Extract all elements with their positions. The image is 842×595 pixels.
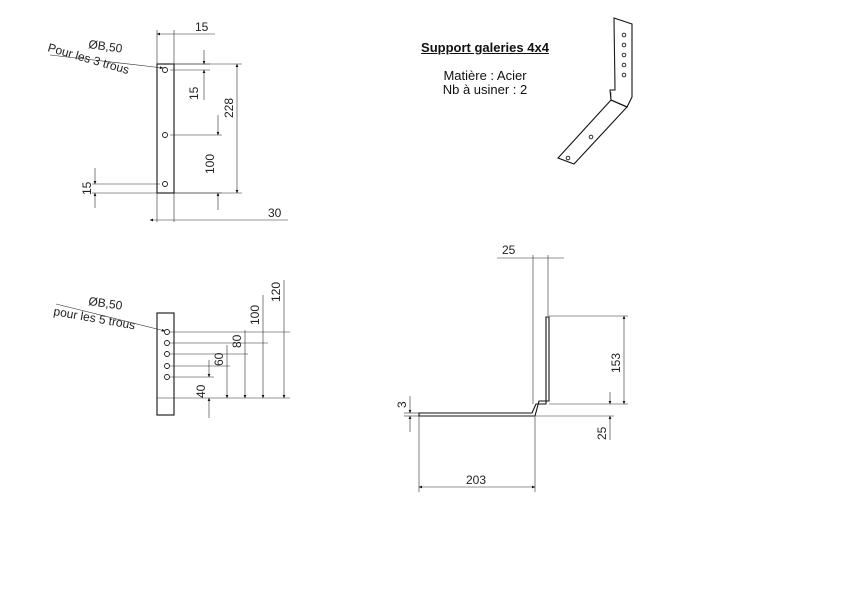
- quantity-label: Nb à usiner : 2: [442, 82, 528, 97]
- dim-base-width: 30: [268, 206, 282, 220]
- view-profile: 25 153 25 3 203: [395, 243, 628, 492]
- dim-top-width: 15: [195, 20, 209, 34]
- dim-profile-step: 25: [595, 426, 609, 440]
- dim-120: 120: [269, 282, 283, 302]
- dim-100: 100: [248, 305, 262, 325]
- dim-40: 40: [194, 384, 208, 398]
- hole-marker: [162, 132, 168, 138]
- hole-marker: [164, 340, 170, 346]
- bar-outline: [156, 63, 175, 194]
- view-isometric: [557, 17, 633, 165]
- hole-marker: [164, 363, 170, 369]
- hole-marker: [164, 351, 170, 357]
- hole-marker: [621, 52, 627, 58]
- profile-outline: [418, 316, 550, 417]
- hole-marker: [621, 42, 627, 48]
- dim-profile-thickness: 3: [395, 401, 409, 408]
- dim-top-offset: 15: [187, 86, 201, 100]
- view-front-3-holes: 15 15 228 100 15 30 ØB,50 Pour les 3 tro…: [46, 20, 288, 222]
- dim-80: 80: [230, 334, 244, 348]
- hole-callout-diameter: ØB,50: [88, 294, 124, 313]
- hole-marker: [621, 62, 627, 68]
- hole-marker: [164, 329, 170, 335]
- dim-total-height: 228: [222, 98, 236, 118]
- part-title: Support galeries 4x4: [421, 40, 549, 55]
- dim-profile-length: 203: [466, 473, 486, 487]
- title-block: Support galeries 4x4 Matière : Acier Nb …: [400, 40, 570, 97]
- hole-marker: [588, 134, 594, 140]
- iso-upright: [609, 17, 633, 108]
- bar-outline: [156, 312, 175, 416]
- dim-profile-height: 153: [609, 353, 623, 373]
- dim-profile-top-width: 25: [502, 243, 516, 257]
- iso-arm: [557, 99, 628, 165]
- dim-60: 60: [212, 352, 226, 366]
- hole-marker: [621, 32, 627, 38]
- hole-marker: [162, 181, 168, 187]
- view-side-5-holes: 120 100 80 60 40 ØB,50 pour les 5 trous: [52, 280, 290, 418]
- material-label: Matière : Acier: [443, 68, 527, 83]
- hole-marker: [621, 72, 627, 78]
- dim-mid: 100: [203, 154, 217, 174]
- hole-callout-diameter: ØB,50: [88, 37, 124, 56]
- hole-marker: [565, 155, 571, 161]
- hole-marker: [162, 67, 168, 73]
- hole-marker: [164, 374, 170, 380]
- dim-bottom-offset: 15: [80, 181, 94, 195]
